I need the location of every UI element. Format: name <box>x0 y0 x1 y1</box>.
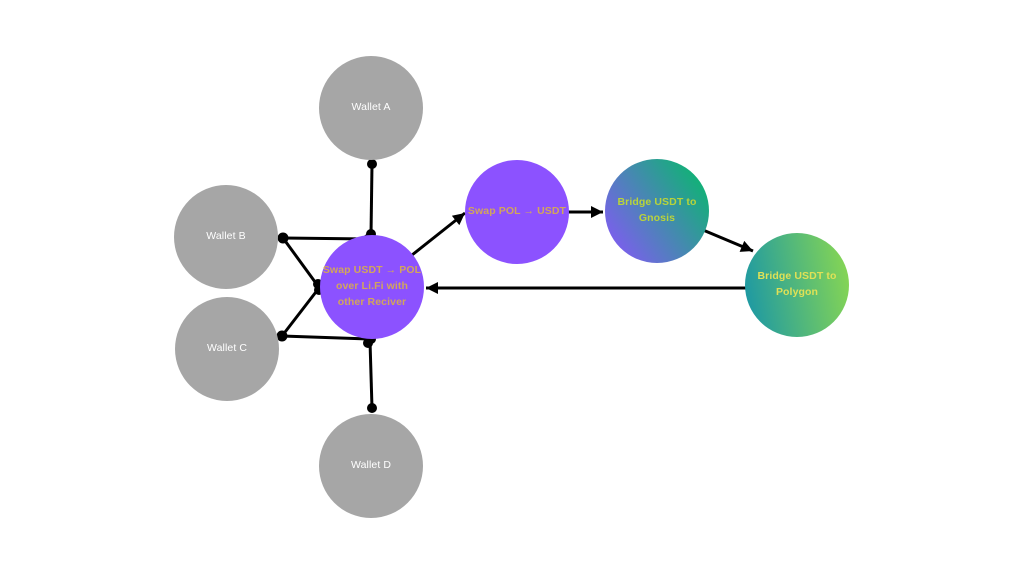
edge-wallet-a-to-center <box>369 163 374 236</box>
node-label: Wallet A <box>351 101 391 114</box>
connection-dot <box>363 338 373 348</box>
node-wallet-a[interactable]: Wallet A <box>319 56 423 160</box>
edge-wallet-d-to-center <box>368 340 374 409</box>
connection-dot <box>367 159 377 169</box>
node-label: Bridge USDT to Gnosis <box>617 196 697 224</box>
connection-dot <box>277 232 289 244</box>
node-label: Swap USDT → POL over Li.Fi with other Re… <box>322 264 422 308</box>
node-label: Wallet B <box>206 230 246 243</box>
node-wallet-b[interactable]: Wallet B <box>174 185 278 289</box>
node-wallet-d[interactable]: Wallet D <box>319 414 423 518</box>
edge-wallet-b-to-center-left <box>281 237 320 287</box>
node-bridge-usdt-gnosis[interactable]: Bridge USDT to Gnosis <box>605 159 709 263</box>
node-swap-pol-usdt[interactable]: Swap POL → USDT <box>465 160 569 264</box>
arrow-center-to-swap-pol-usdt <box>411 211 466 257</box>
node-swap-usdt-pol[interactable]: Swap USDT → POL over Li.Fi with other Re… <box>320 235 424 339</box>
arrow-gnosis-to-polygon <box>702 228 754 253</box>
node-label: Wallet D <box>350 459 392 472</box>
node-bridge-usdt-polygon[interactable]: Bridge USDT to Polygon <box>745 233 849 337</box>
node-label: Swap POL → USDT <box>467 205 567 218</box>
node-label: Bridge USDT to Polygon <box>757 270 837 298</box>
node-label: Wallet C <box>206 342 248 355</box>
node-wallet-c[interactable]: Wallet C <box>175 297 279 401</box>
edge-wallet-c-to-center-left <box>280 287 321 337</box>
connection-dot <box>367 403 377 413</box>
